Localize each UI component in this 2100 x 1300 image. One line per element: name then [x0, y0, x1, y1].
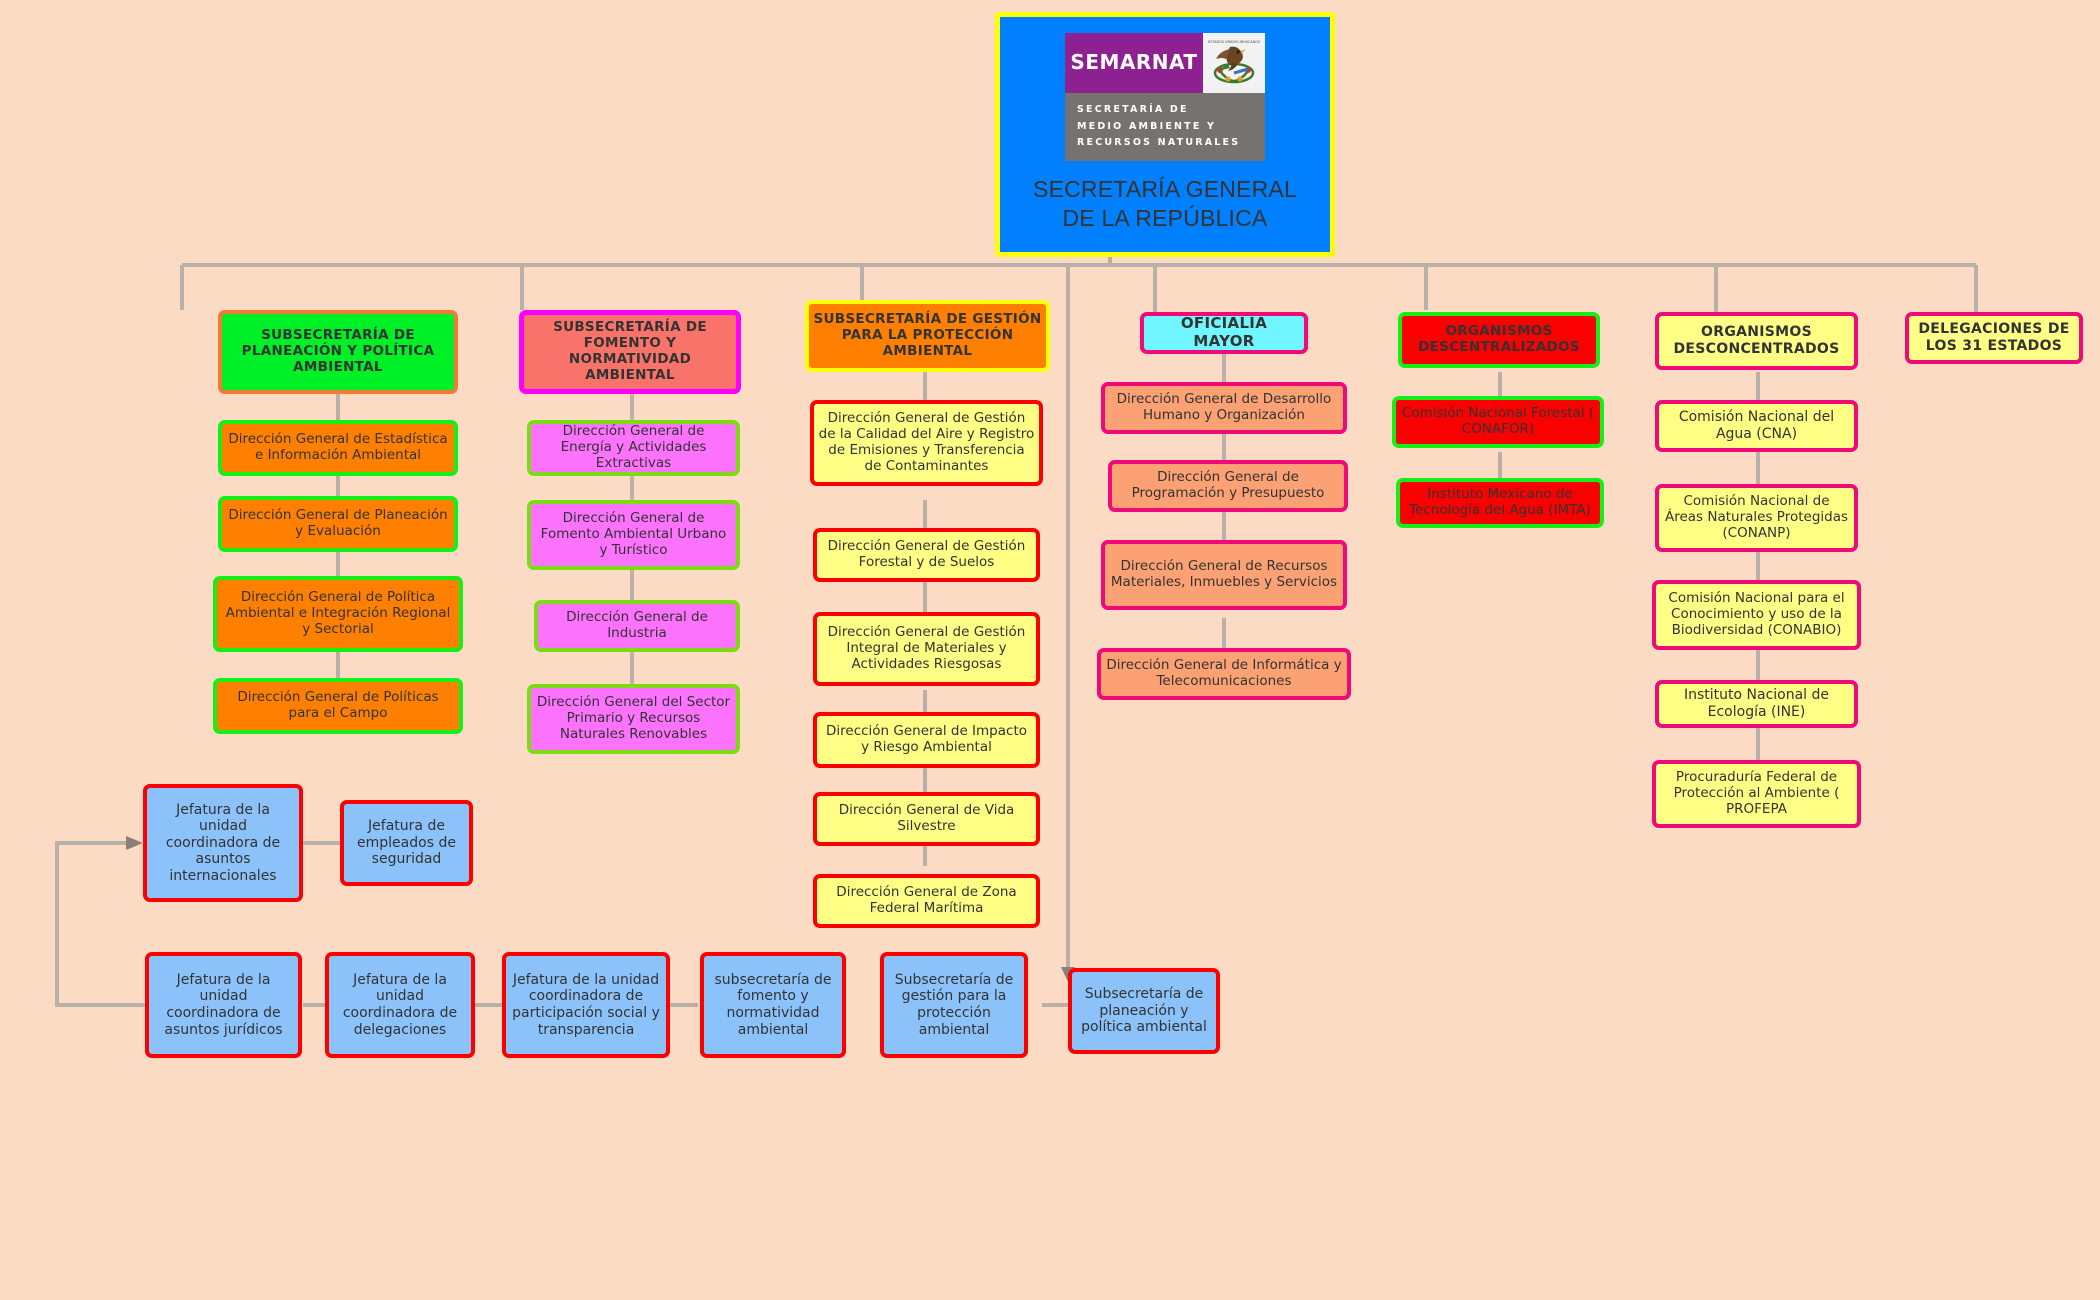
node-jefatura-asuntos-internacionales[interactable]: Jefatura de la unidad coordinadora de as…	[143, 784, 303, 902]
node-head-oficialia-mayor[interactable]: OFICIALIA MAYOR	[1140, 312, 1308, 354]
node-dg-impacto-riesgo[interactable]: Dirección General de Impacto y Riesgo Am…	[813, 712, 1040, 768]
node-conafor[interactable]: Comisión Nacional Forestal ( CONAFOR)	[1392, 396, 1604, 448]
root-title: SECRETARÍA GENERAL DE LA REPÚBLICA	[1033, 175, 1297, 231]
node-dg-calidad-aire[interactable]: Dirección General de Gestión de la Calid…	[810, 400, 1043, 486]
node-dg-materiales-riesgosas[interactable]: Dirección General de Gestión Integral de…	[813, 612, 1040, 686]
node-head-organismos-desconcentrados[interactable]: ORGANISMOS DESCONCENTRADOS	[1655, 312, 1858, 370]
node-head-delegaciones-estados[interactable]: DELEGACIONES DE LOS 31 ESTADOS	[1905, 312, 2083, 364]
node-head-planeacion[interactable]: SUBSECRETARÍA DE PLANEACIÓN Y POLÍTICA A…	[218, 310, 458, 394]
node-jefatura-participacion-social[interactable]: Jefatura de la unidad coordinadora de pa…	[502, 952, 670, 1058]
node-jefatura-delegaciones[interactable]: Jefatura de la unidad coordinadora de de…	[325, 952, 475, 1058]
node-dg-politica-ambiental[interactable]: Dirección General de Política Ambiental …	[213, 576, 463, 652]
node-conabio[interactable]: Comisión Nacional para el Conocimiento y…	[1652, 580, 1861, 650]
node-dg-gestion-forestal[interactable]: Dirección General de Gestión Forestal y …	[813, 528, 1040, 582]
node-jefatura-asuntos-juridicos[interactable]: Jefatura de la unidad coordinadora de as…	[145, 952, 302, 1058]
semarnat-logo-subtitle: SECRETARÍA DE MEDIO AMBIENTE Y RECURSOS …	[1065, 93, 1265, 161]
node-imta[interactable]: Instituto Mexicano de Tecnología del Agu…	[1396, 478, 1604, 528]
node-profepa[interactable]: Procuraduría Federal de Protección al Am…	[1652, 760, 1861, 828]
node-dg-fomento-urbano[interactable]: Dirección General de Fomento Ambiental U…	[527, 500, 740, 570]
arrow-head-internacionales	[126, 836, 143, 850]
node-ine[interactable]: Instituto Nacional de Ecología (INE)	[1655, 680, 1858, 728]
node-dg-estadistica[interactable]: Dirección General de Estadística e Infor…	[218, 420, 458, 476]
node-dg-energia[interactable]: Dirección General de Energía y Actividad…	[527, 420, 740, 476]
node-head-fomento[interactable]: SUBSECRETARÍA DE FOMENTO Y NORMATIVIDAD …	[519, 310, 741, 394]
node-dg-politicas-campo[interactable]: Dirección General de Políticas para el C…	[213, 678, 463, 734]
node-dg-informatica[interactable]: Dirección General de Informática y Telec…	[1097, 648, 1351, 700]
mexican-coat-of-arms-icon: ESTADOS UNIDOS MEXICANOS	[1203, 33, 1265, 93]
node-dg-recursos-materiales[interactable]: Dirección General de Recursos Materiales…	[1101, 540, 1347, 610]
svg-text:ESTADOS UNIDOS MEXICANOS: ESTADOS UNIDOS MEXICANOS	[1208, 40, 1260, 44]
node-dg-industria[interactable]: Dirección General de Industria	[534, 600, 740, 652]
node-dg-programacion-presupuesto[interactable]: Dirección General de Programación y Pres…	[1108, 460, 1348, 512]
node-subsecretaria-fomento-bottom[interactable]: subsecretaría de fomento y normatividad …	[700, 952, 846, 1058]
node-subsecretaria-gestion-bottom[interactable]: Subsecretaría de gestión para la protecc…	[880, 952, 1028, 1058]
node-head-gestion[interactable]: SUBSECRETARÍA DE GESTIÓN PARA LA PROTECC…	[805, 300, 1050, 372]
node-dg-zona-federal[interactable]: Dirección General de Zona Federal Maríti…	[813, 874, 1040, 928]
node-dg-sector-primario[interactable]: Dirección General del Sector Primario y …	[527, 684, 740, 754]
semarnat-wordmark: SEMARNAT	[1065, 33, 1203, 93]
node-conanp[interactable]: Comisión Nacional de Áreas Naturales Pro…	[1655, 484, 1858, 552]
node-dg-desarrollo-humano[interactable]: Dirección General de Desarrollo Humano y…	[1101, 382, 1347, 434]
node-dg-vida-silvestre[interactable]: Dirección General de Vida Silvestre	[813, 792, 1040, 846]
semarnat-logo: SEMARNAT	[1065, 33, 1265, 161]
node-subsecretaria-planeacion-bottom[interactable]: Subsecretaría de planeación y política a…	[1068, 968, 1220, 1054]
root-node-secretaria-general[interactable]: SEMARNAT	[995, 12, 1335, 257]
node-dg-planeacion-evaluacion[interactable]: Dirección General de Planeación y Evalua…	[218, 496, 458, 552]
node-jefatura-empleados-seguridad[interactable]: Jefatura de empleados de seguridad	[340, 800, 473, 886]
node-cna[interactable]: Comisión Nacional del Agua (CNA)	[1655, 400, 1858, 452]
node-head-organismos-descentralizados[interactable]: ORGANISMOS DESCENTRALIZADOS	[1398, 312, 1600, 368]
